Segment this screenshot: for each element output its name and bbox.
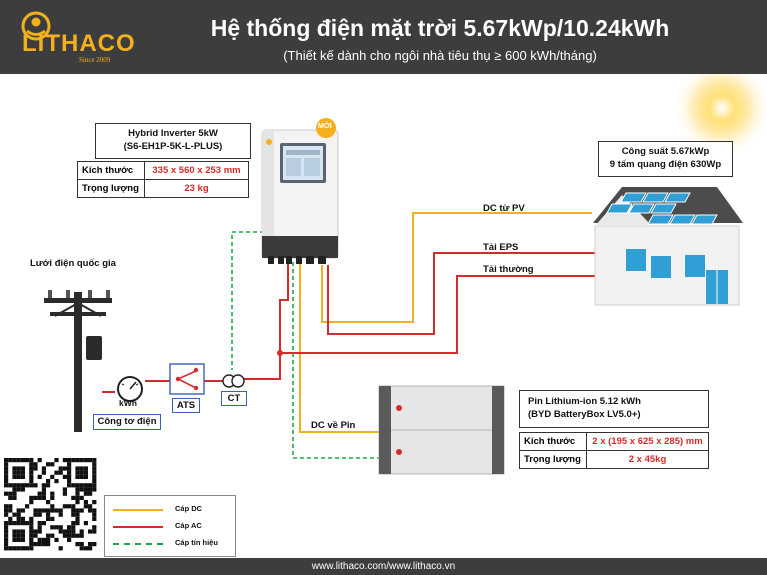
battery-model: (BYD BatteryBox LV5.0+)	[528, 409, 641, 420]
legend-swatch	[113, 543, 163, 545]
brand-since: Since 2009	[79, 56, 111, 64]
house-icon	[593, 187, 743, 306]
normal-load-cable	[280, 275, 597, 354]
hybrid-inverter-icon	[261, 118, 339, 264]
spec-value: 23 kg	[144, 179, 249, 198]
footer-bar: www.lithaco.com/www.lithaco.vn	[0, 558, 767, 575]
meter-unit-label: kWh	[119, 398, 137, 408]
normal-load-label: Tải thường	[483, 264, 534, 275]
legend-label: Cáp tín hiệu	[175, 538, 218, 547]
inverter-badge: MỚI	[318, 123, 332, 130]
spec-label: Trọng lượng	[519, 450, 587, 469]
utility-pole-icon	[44, 290, 112, 432]
spec-value: 2 x 45kg	[586, 450, 709, 469]
ac-inverter-cable	[243, 262, 289, 380]
battery-icon	[378, 385, 505, 475]
signal-ct-cable	[231, 231, 264, 370]
spec-value: 2 x (195 x 625 x 285) mm	[586, 432, 709, 451]
header-bar: LITHACO Since 2009 Hệ thống điện mặt trờ…	[0, 0, 767, 74]
logo-mark	[21, 11, 51, 41]
pv-capacity-box: Công suất 5.67kWp 9 tấm quang điện 630Wp	[598, 141, 733, 177]
table-row: Kích thước 335 x 560 x 253 mm	[77, 161, 249, 180]
page-subtitle: (Thiết kế dành cho ngôi nhà tiêu thụ ≥ 6…	[283, 48, 597, 63]
dc-battery-cable	[299, 262, 379, 433]
legend-label: Cáp AC	[175, 521, 202, 530]
battery-spec-table: Kích thước 2 x (195 x 625 x 285) mm Trọn…	[519, 432, 709, 469]
table-row: Trọng lượng 23 kg	[77, 179, 249, 198]
ats-switch-icon	[169, 363, 205, 395]
grid-label: Lưới điện quốc gia	[30, 258, 116, 269]
ats-label-box: ATS	[172, 398, 200, 413]
ct-sensor-icon	[222, 374, 245, 388]
spec-value: 335 x 560 x 253 mm	[144, 161, 249, 180]
brand-name: LITHACO	[22, 30, 136, 57]
dc-pv-cable	[321, 212, 592, 323]
battery-title-box: Pin Lithium-ion 5.12 kWh (BYD BatteryBox…	[519, 390, 709, 428]
pv-capacity: Công suất 5.67kWp	[621, 146, 710, 157]
pv-panels: 9 tấm quang điện 630Wp	[609, 159, 722, 170]
legend-label: Cáp DC	[175, 504, 203, 513]
sun-icon	[672, 58, 767, 158]
inverter-model: (S6-EH1P-5K-L-PLUS)	[123, 141, 223, 152]
inverter-name: Hybrid Inverter 5kW	[128, 128, 218, 139]
inverter-title-box: Hybrid Inverter 5kW (S6-EH1P-5K-L-PLUS)	[95, 123, 251, 159]
dc-pv-label: DC từ PV	[483, 203, 525, 214]
legend-item: Cáp tín hiệu	[113, 538, 233, 550]
meter-label: Công tơ điện	[97, 416, 157, 427]
legend-item: Cáp AC	[113, 521, 233, 533]
inverter-spec-table: Kích thước 335 x 560 x 253 mm Trọng lượn…	[77, 161, 249, 198]
ac-junction	[277, 350, 283, 356]
spec-label: Kích thước	[77, 161, 145, 180]
eps-load-label: Tải EPS	[483, 242, 519, 253]
kwh-meter-icon	[117, 376, 143, 402]
battery-name: Pin Lithium-ion 5.12 kWh	[528, 396, 641, 407]
footer-url[interactable]: www.lithaco.com/www.lithaco.vn	[311, 561, 456, 572]
ct-label: CT	[227, 393, 241, 404]
table-row: Trọng lượng 2 x 45kg	[519, 450, 709, 469]
table-row: Kích thước 2 x (195 x 625 x 285) mm	[519, 432, 709, 451]
legend-item: Cáp DC	[113, 504, 233, 516]
dc-battery-label: DC về Pin	[311, 420, 356, 431]
eps-load-cable	[327, 252, 597, 335]
ct-label-box: CT	[221, 391, 247, 406]
ats-label: ATS	[176, 400, 196, 411]
legend-swatch	[113, 526, 163, 528]
spec-label: Kích thước	[519, 432, 587, 451]
signal-battery-cable	[292, 262, 379, 459]
qr-code-icon	[4, 458, 97, 551]
meter-label-box: Công tơ điện	[93, 414, 161, 430]
page-title: Hệ thống điện mặt trời 5.67kWp/10.24kWh	[210, 15, 670, 41]
legend: Cáp DC Cáp AC Cáp tín hiệu	[104, 495, 236, 557]
spec-label: Trọng lượng	[77, 179, 145, 198]
legend-swatch	[113, 509, 163, 511]
